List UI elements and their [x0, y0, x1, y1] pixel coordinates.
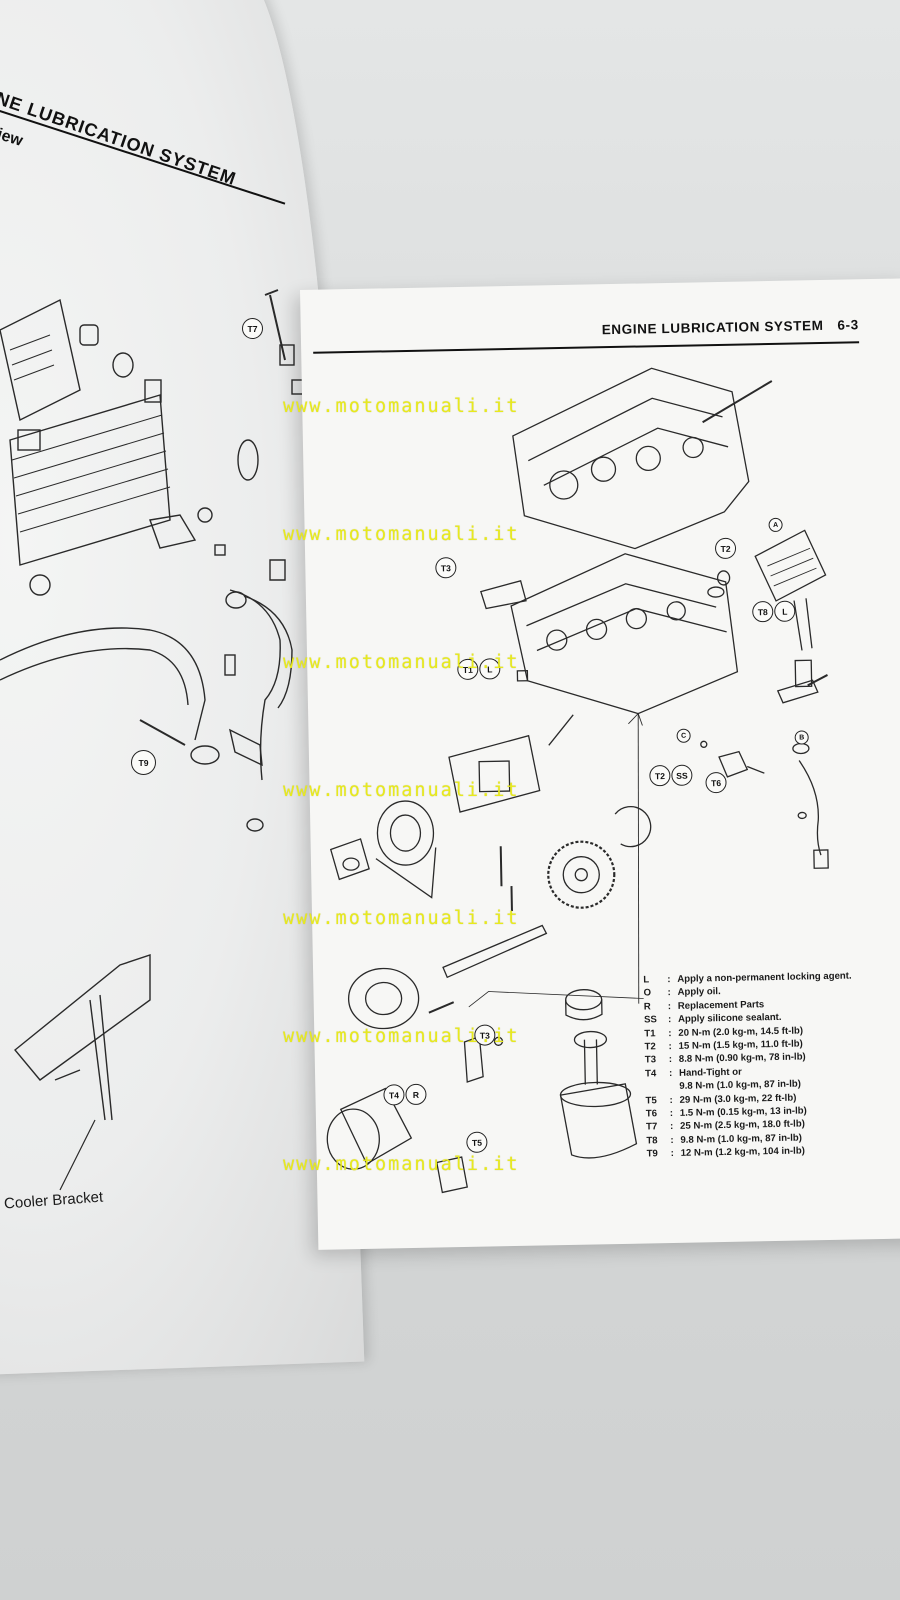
left-page-diagram: [0, 289, 305, 1191]
watermark: www.motomanuali.it: [283, 780, 520, 801]
watermark: www.motomanuali.it: [283, 652, 520, 673]
watermark: www.motomanuali.it: [283, 524, 520, 545]
watermark: www.motomanuali.it: [283, 1154, 520, 1175]
callout-t7-left: T7: [242, 318, 263, 339]
watermark: www.motomanuali.it: [283, 908, 520, 929]
watermark: www.motomanuali.it: [283, 1026, 520, 1047]
watermark: www.motomanuali.it: [283, 396, 520, 417]
exploded-view-diagram: [326, 367, 829, 1194]
legend: L:Apply a non-permanent locking agent. O…: [643, 969, 887, 1161]
callout-t9-left: T9: [131, 750, 156, 775]
